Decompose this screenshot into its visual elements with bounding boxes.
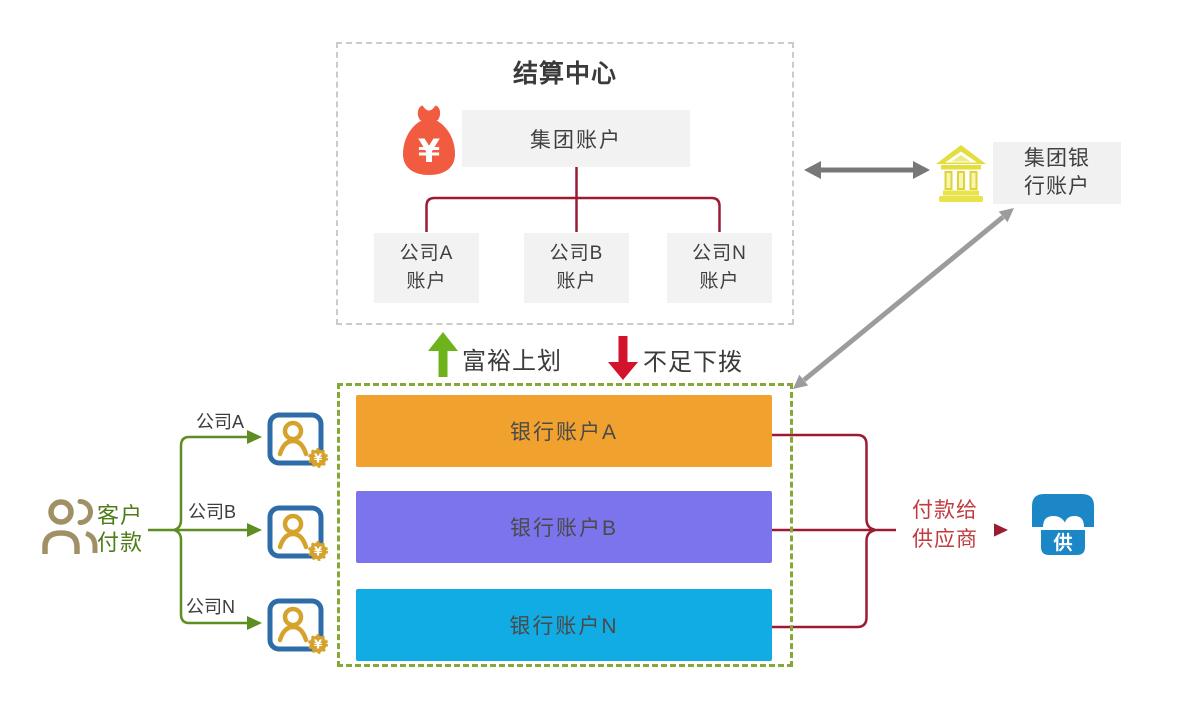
customer-branch-connector — [148, 435, 248, 625]
shop-icon: 供 — [1027, 489, 1099, 559]
bank-account-n-label: 银行账户N — [509, 615, 619, 638]
company-a-account-box: 公司A 账户 — [374, 233, 479, 303]
bank-account-b-label: 银行账户B — [509, 517, 618, 540]
svg-text:¥: ¥ — [418, 132, 440, 170]
group-bank-account-box: 集团银 行账户 — [993, 142, 1121, 204]
group-bank-line1: 集团银 — [1024, 147, 1090, 170]
branch-company-b-label: 公司B — [188, 502, 237, 522]
bank-account-a-label: 银行账户A — [509, 421, 618, 444]
group-bank-line2: 行账户 — [1024, 175, 1090, 198]
svg-text:¥: ¥ — [314, 452, 323, 466]
company-b-account-box: 公司B 账户 — [524, 233, 629, 303]
bank-account-n-bar: 银行账户N — [356, 589, 772, 661]
bank-accounts-group-box — [337, 383, 793, 667]
pay-supplier-line1: 付款给 — [912, 499, 978, 522]
pay-supplier-line2: 供应商 — [912, 528, 978, 551]
person-card-icon-b: ¥ — [267, 503, 329, 563]
customers-icon — [42, 497, 100, 559]
diagonal-double-arrow — [802, 215, 1005, 382]
settlement-center-box — [336, 42, 794, 325]
settlement-center-title: 结算中心 — [512, 60, 617, 88]
bank-account-a-bar: 银行账户A — [356, 395, 772, 467]
branch-company-a-label: 公司A — [196, 412, 245, 432]
company-n-line2: 账户 — [699, 271, 740, 292]
company-b-line1: 公司B — [549, 243, 604, 265]
svg-text:¥: ¥ — [314, 545, 323, 559]
customer-branch-arrowheads — [247, 430, 262, 630]
company-n-account-box: 公司N 账户 — [667, 233, 772, 303]
group-account-label: 集团账户 — [530, 128, 622, 152]
company-b-line2: 账户 — [556, 271, 597, 292]
customer-payment-label: 客户 付款 — [97, 502, 143, 556]
shortage-down-label: 不足下拨 — [643, 349, 743, 376]
company-a-line1: 公司A — [399, 243, 454, 265]
diagonal-double-arrowheads — [793, 208, 1014, 389]
customer-label-line2: 付款 — [97, 530, 144, 555]
svg-text:供: 供 — [1052, 531, 1072, 554]
company-n-line1: 公司N — [692, 243, 747, 265]
surplus-up-label: 富裕上划 — [462, 348, 562, 375]
group-account-box: 集团账户 — [462, 110, 690, 167]
branch-company-n-label: 公司N — [186, 597, 235, 617]
group-account-tree-connector — [425, 167, 721, 232]
bank-icon — [934, 143, 988, 203]
person-card-icon-n: ¥ — [267, 596, 329, 656]
person-card-icon-a: ¥ — [267, 410, 329, 470]
horizontal-double-arrowheads — [804, 161, 930, 179]
bank-account-b-bar: 银行账户B — [356, 491, 772, 563]
company-a-line2: 账户 — [406, 271, 447, 292]
surplus-up-arrow-icon — [428, 332, 458, 377]
shortage-down-arrow-icon — [608, 336, 638, 380]
pay-supplier-label: 付款给 供应商 — [896, 496, 994, 554]
money-bag-icon: ¥ — [398, 104, 460, 176]
svg-text:¥: ¥ — [314, 638, 323, 652]
supplier-arrowhead — [991, 522, 1008, 538]
customer-label-line1: 客户 — [97, 503, 144, 528]
